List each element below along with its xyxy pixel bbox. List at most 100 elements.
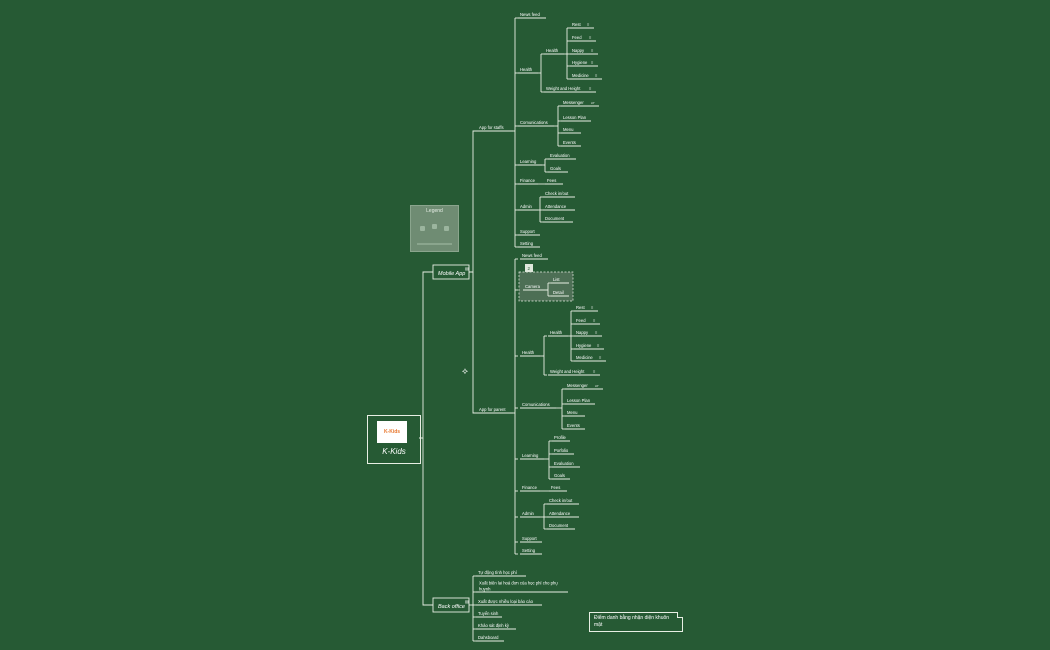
- staff-comm-item[interactable]: Messenger: [563, 100, 584, 105]
- staff-finance[interactable]: Finance: [520, 178, 536, 183]
- back-office-item[interactable]: Tự động tính học phí: [478, 570, 518, 575]
- staff-health-item[interactable]: Feed: [572, 35, 582, 40]
- parent-learning-item[interactable]: Goals: [554, 473, 565, 478]
- mobile-app-label: Mobile App: [438, 271, 465, 277]
- parent-learning-item[interactable]: Porfolio: [554, 448, 569, 453]
- back-office-item[interactable]: Xuất được nhiều loại báo cáo: [478, 599, 534, 604]
- floating-note[interactable]: Điểm danh bằng nhận diện khuôn mặt: [589, 612, 683, 632]
- parent-health-item[interactable]: Rest: [576, 305, 585, 310]
- staff-support[interactable]: Support: [520, 229, 536, 234]
- app-for-parent-node[interactable]: App for parent: [479, 407, 506, 412]
- note-icon: ≡: [589, 86, 592, 91]
- staff-health-item[interactable]: Nappy: [572, 48, 585, 53]
- parent-health-item[interactable]: Medicine: [576, 355, 593, 360]
- legend-item-icon: [432, 224, 437, 229]
- parent-comm-item[interactable]: Menu: [567, 410, 578, 415]
- staff-comm-item[interactable]: Menu: [563, 127, 574, 132]
- note-icon: ≡: [597, 343, 600, 348]
- legend-bar: [417, 243, 452, 245]
- parent-weight-height[interactable]: Weight and Height: [550, 369, 585, 374]
- parent-setting[interactable]: Setting: [522, 548, 536, 553]
- kkids-logo: K-Kids: [377, 421, 407, 443]
- note-icon: ≡: [595, 73, 598, 78]
- parent-learning[interactable]: Learning: [522, 453, 539, 458]
- staff-learning[interactable]: Learning: [520, 159, 537, 164]
- staff-setting[interactable]: Setting: [520, 241, 534, 246]
- staff-health-item[interactable]: Hygiene: [572, 60, 588, 65]
- camera-badge: [525, 264, 533, 272]
- staff-comm-item[interactable]: Events: [563, 140, 576, 145]
- parent-learning-item[interactable]: Profile: [554, 435, 567, 440]
- camera-badge-text: 2: [528, 266, 531, 271]
- back-office-item[interactable]: Xuất biên lai hoá đơn của học phí cho ph…: [479, 581, 558, 592]
- note-icon: ≡: [593, 369, 596, 374]
- parent-communications[interactable]: Comunications: [522, 402, 550, 407]
- parent-finance[interactable]: Finance: [522, 485, 538, 490]
- parent-health-item[interactable]: Nappy: [576, 330, 589, 335]
- staff-health-item[interactable]: Medicine: [572, 73, 589, 78]
- parent-support[interactable]: Support: [522, 536, 538, 541]
- app-for-staffs-node[interactable]: App for staffs: [479, 125, 504, 130]
- root-label: K-Kids: [382, 447, 406, 456]
- parent-learning-item[interactable]: Evaluation: [554, 461, 574, 466]
- parent-comm-item[interactable]: Lesson Plan: [567, 398, 591, 403]
- parent-tree: App for parent News feedHealthComunicatio…: [477, 253, 606, 555]
- staff-learning-item[interactable]: Evaluation: [550, 153, 570, 158]
- parent-health[interactable]: Health: [522, 350, 535, 355]
- note-icon: ≡: [591, 60, 594, 65]
- parent-admin-item[interactable]: Check in/out: [549, 498, 573, 503]
- staff-admin-item[interactable]: Attendance: [545, 204, 567, 209]
- parent-news-feed[interactable]: News feed: [522, 253, 542, 258]
- staff-admin-item[interactable]: Check in/out: [545, 191, 569, 196]
- back-office-item[interactable]: Dahsboard: [478, 635, 499, 640]
- note-icon: ▤: [465, 266, 469, 271]
- parent-admin-item[interactable]: Document: [549, 523, 569, 528]
- note-icon: ≡: [591, 305, 594, 310]
- staff-tree: App for staffs News feedHealthComunicatio…: [477, 12, 602, 248]
- parent-camera-item[interactable]: List: [553, 277, 560, 282]
- legend-item-icon: [444, 226, 449, 231]
- chat-icon: ▱: [595, 383, 599, 388]
- staff-learning-item[interactable]: Goals: [550, 166, 561, 171]
- parent-admin[interactable]: Admin: [522, 511, 535, 516]
- connector: [472, 272, 477, 414]
- staff-finance-item[interactable]: Fees: [547, 178, 556, 183]
- note-icon: ≡: [587, 22, 590, 27]
- back-office-item[interactable]: Khảo sát định kỳ: [478, 623, 510, 628]
- legend-item-icon: [420, 226, 425, 231]
- back-office-item[interactable]: Tuyển sinh: [478, 611, 499, 616]
- staff-weight-height[interactable]: Weight and Height: [546, 86, 581, 91]
- kkids-logo-text: K-Kids: [383, 429, 401, 435]
- parent-admin-item[interactable]: Attendance: [549, 511, 571, 516]
- legend-panel: Legend: [410, 205, 459, 252]
- note-icon: ≡: [589, 35, 592, 40]
- back-office-label: Back office: [438, 604, 465, 610]
- staff-health-item[interactable]: Rest: [572, 22, 581, 27]
- staff-health[interactable]: Health: [520, 67, 533, 72]
- note-icon: ▤: [465, 599, 469, 604]
- staff-news-feed[interactable]: News feed: [520, 12, 540, 17]
- note-text: Điểm danh bằng nhận diện khuôn mặt: [594, 615, 670, 628]
- staff-admin[interactable]: Admin: [520, 204, 533, 209]
- parent-camera-item[interactable]: Detail: [553, 290, 564, 295]
- parent-health-sub[interactable]: Health: [550, 330, 563, 335]
- parent-comm-item[interactable]: Messenger: [567, 383, 588, 388]
- parent-comm-item[interactable]: Events: [567, 423, 580, 428]
- staff-health-sub[interactable]: Health: [546, 48, 559, 53]
- note-fold: [677, 612, 683, 618]
- staff-communications[interactable]: Comunications: [520, 120, 548, 125]
- root-node[interactable]: K-Kids K-Kids: [367, 415, 421, 464]
- parent-finance-item[interactable]: Fees: [551, 485, 560, 490]
- parent-camera[interactable]: Camera: [525, 284, 541, 289]
- note-icon: ≡: [595, 330, 598, 335]
- staff-comm-item[interactable]: Lesson Plan: [563, 115, 587, 120]
- connector: [469, 130, 477, 273]
- connector: [419, 271, 433, 439]
- chat-icon: ▱: [591, 100, 595, 105]
- parent-health-item[interactable]: Feed: [576, 318, 586, 323]
- staff-admin-item[interactable]: Document: [545, 216, 565, 221]
- parent-health-item[interactable]: Hygiene: [576, 343, 592, 348]
- note-icon: ≡: [593, 318, 596, 323]
